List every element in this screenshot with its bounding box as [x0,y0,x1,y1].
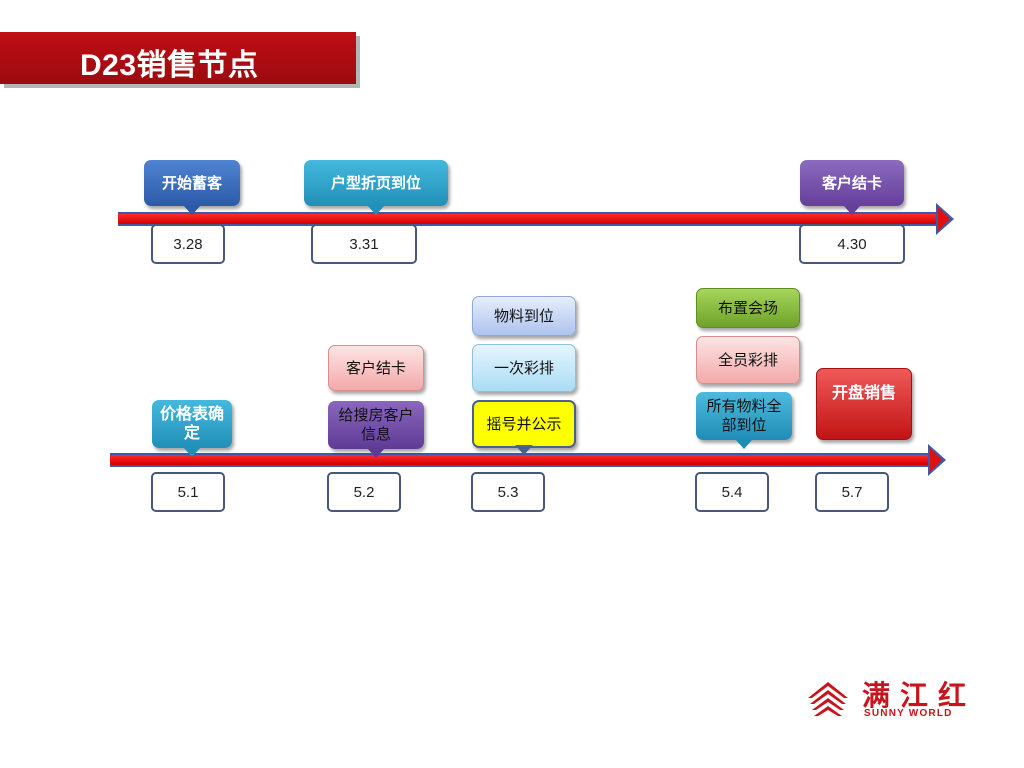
title-banner: D23销售节点 [0,32,356,84]
date-box-5-7: 5.7 [815,472,889,512]
date-box-3-31: 3.31 [311,224,417,264]
event-venue-setup: 布置会场 [696,288,800,328]
event-materials-ready: 物料到位 [472,296,576,336]
date-box-5-4: 5.4 [695,472,769,512]
page-title: D23销售节点 [80,49,259,82]
event-sofang-customer-info: 给搜房客户信息 [328,401,424,458]
timeline-arrow-top [118,203,954,235]
event-brochure-ready: 户型折页到位 [304,160,448,215]
date-box-5-2: 5.2 [327,472,401,512]
logo-english-name: SUNNY WORLD [864,708,953,719]
event-opening-sale: 开盘销售 [816,368,912,440]
event-price-list-confirmed: 价格表确定 [152,400,232,457]
event-customer-card-top: 客户结卡 [800,160,904,215]
sunny-world-logo-icon [808,682,848,716]
event-start-booking: 开始蓄客 [144,160,240,215]
date-box-5-1: 5.1 [151,472,225,512]
company-logo: 满江红 SUNNY WORLD [800,672,970,728]
date-box-4-30: 4.30 [799,224,905,264]
event-customer-card-52: 客户结卡 [328,345,424,391]
event-first-rehearsal: 一次彩排 [472,344,576,392]
event-lottery-announcement: 摇号并公示 [472,400,576,455]
event-all-materials-ready: 所有物料全部到位 [696,392,792,449]
logo-chinese-name: 满江红 [862,679,977,712]
date-box-3-28: 3.28 [151,224,225,264]
date-box-5-3: 5.3 [471,472,545,512]
timeline-arrow-bottom [110,444,946,476]
event-full-staff-rehearsal: 全员彩排 [696,336,800,384]
